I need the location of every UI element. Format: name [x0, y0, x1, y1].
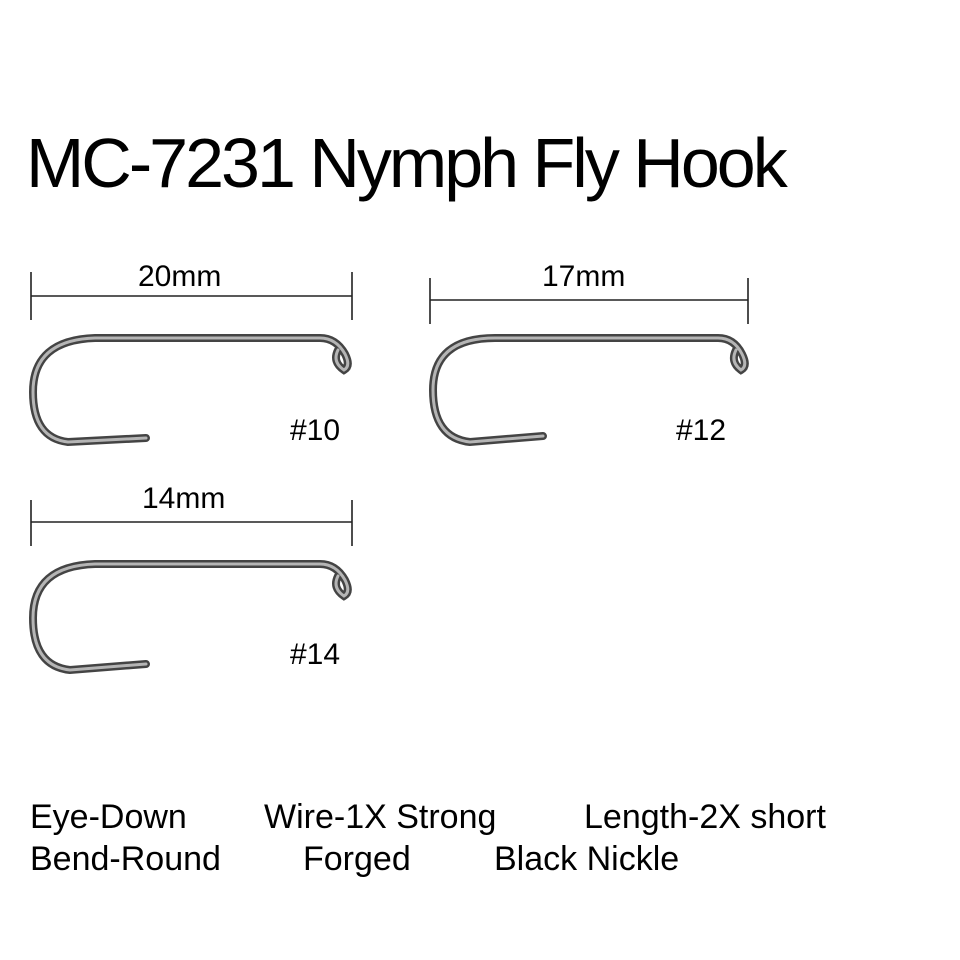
- fly-hook-icon: [428, 334, 749, 447]
- hook-10-drawing: [28, 272, 353, 447]
- spec-eye: Eye-Down: [30, 798, 187, 836]
- dimension-bracket: [429, 278, 749, 324]
- spec-finish: Black Nickle: [494, 840, 680, 878]
- hook-size-label: #12: [676, 414, 727, 447]
- fly-hook-icon: [28, 560, 352, 675]
- hook-12-drawing: [428, 278, 749, 447]
- spec-length: Length-2X short: [584, 798, 826, 836]
- hook-size-label: #10: [290, 414, 341, 447]
- dimension-bracket: [30, 500, 353, 546]
- hook-panel-14: 14mm #14: [0, 484, 380, 704]
- dimension-bracket: [30, 272, 353, 320]
- hook-size-label: #14: [290, 638, 341, 671]
- page-title: MC-7231 Nymph Fly Hook: [26, 124, 788, 202]
- spec-forged: Forged: [303, 840, 411, 878]
- fly-hook-icon: [28, 334, 352, 447]
- dimension-label: 20mm: [138, 260, 222, 293]
- hook-14-drawing: [28, 500, 353, 675]
- hook-panel-10: 20mm #10: [0, 262, 380, 482]
- dimension-label: 14mm: [142, 482, 226, 515]
- spec-wire: Wire-1X Strong: [264, 798, 497, 836]
- dimension-label: 17mm: [542, 260, 626, 293]
- hook-panel-12: 17mm #12: [400, 262, 780, 482]
- spec-bend: Bend-Round: [30, 840, 221, 878]
